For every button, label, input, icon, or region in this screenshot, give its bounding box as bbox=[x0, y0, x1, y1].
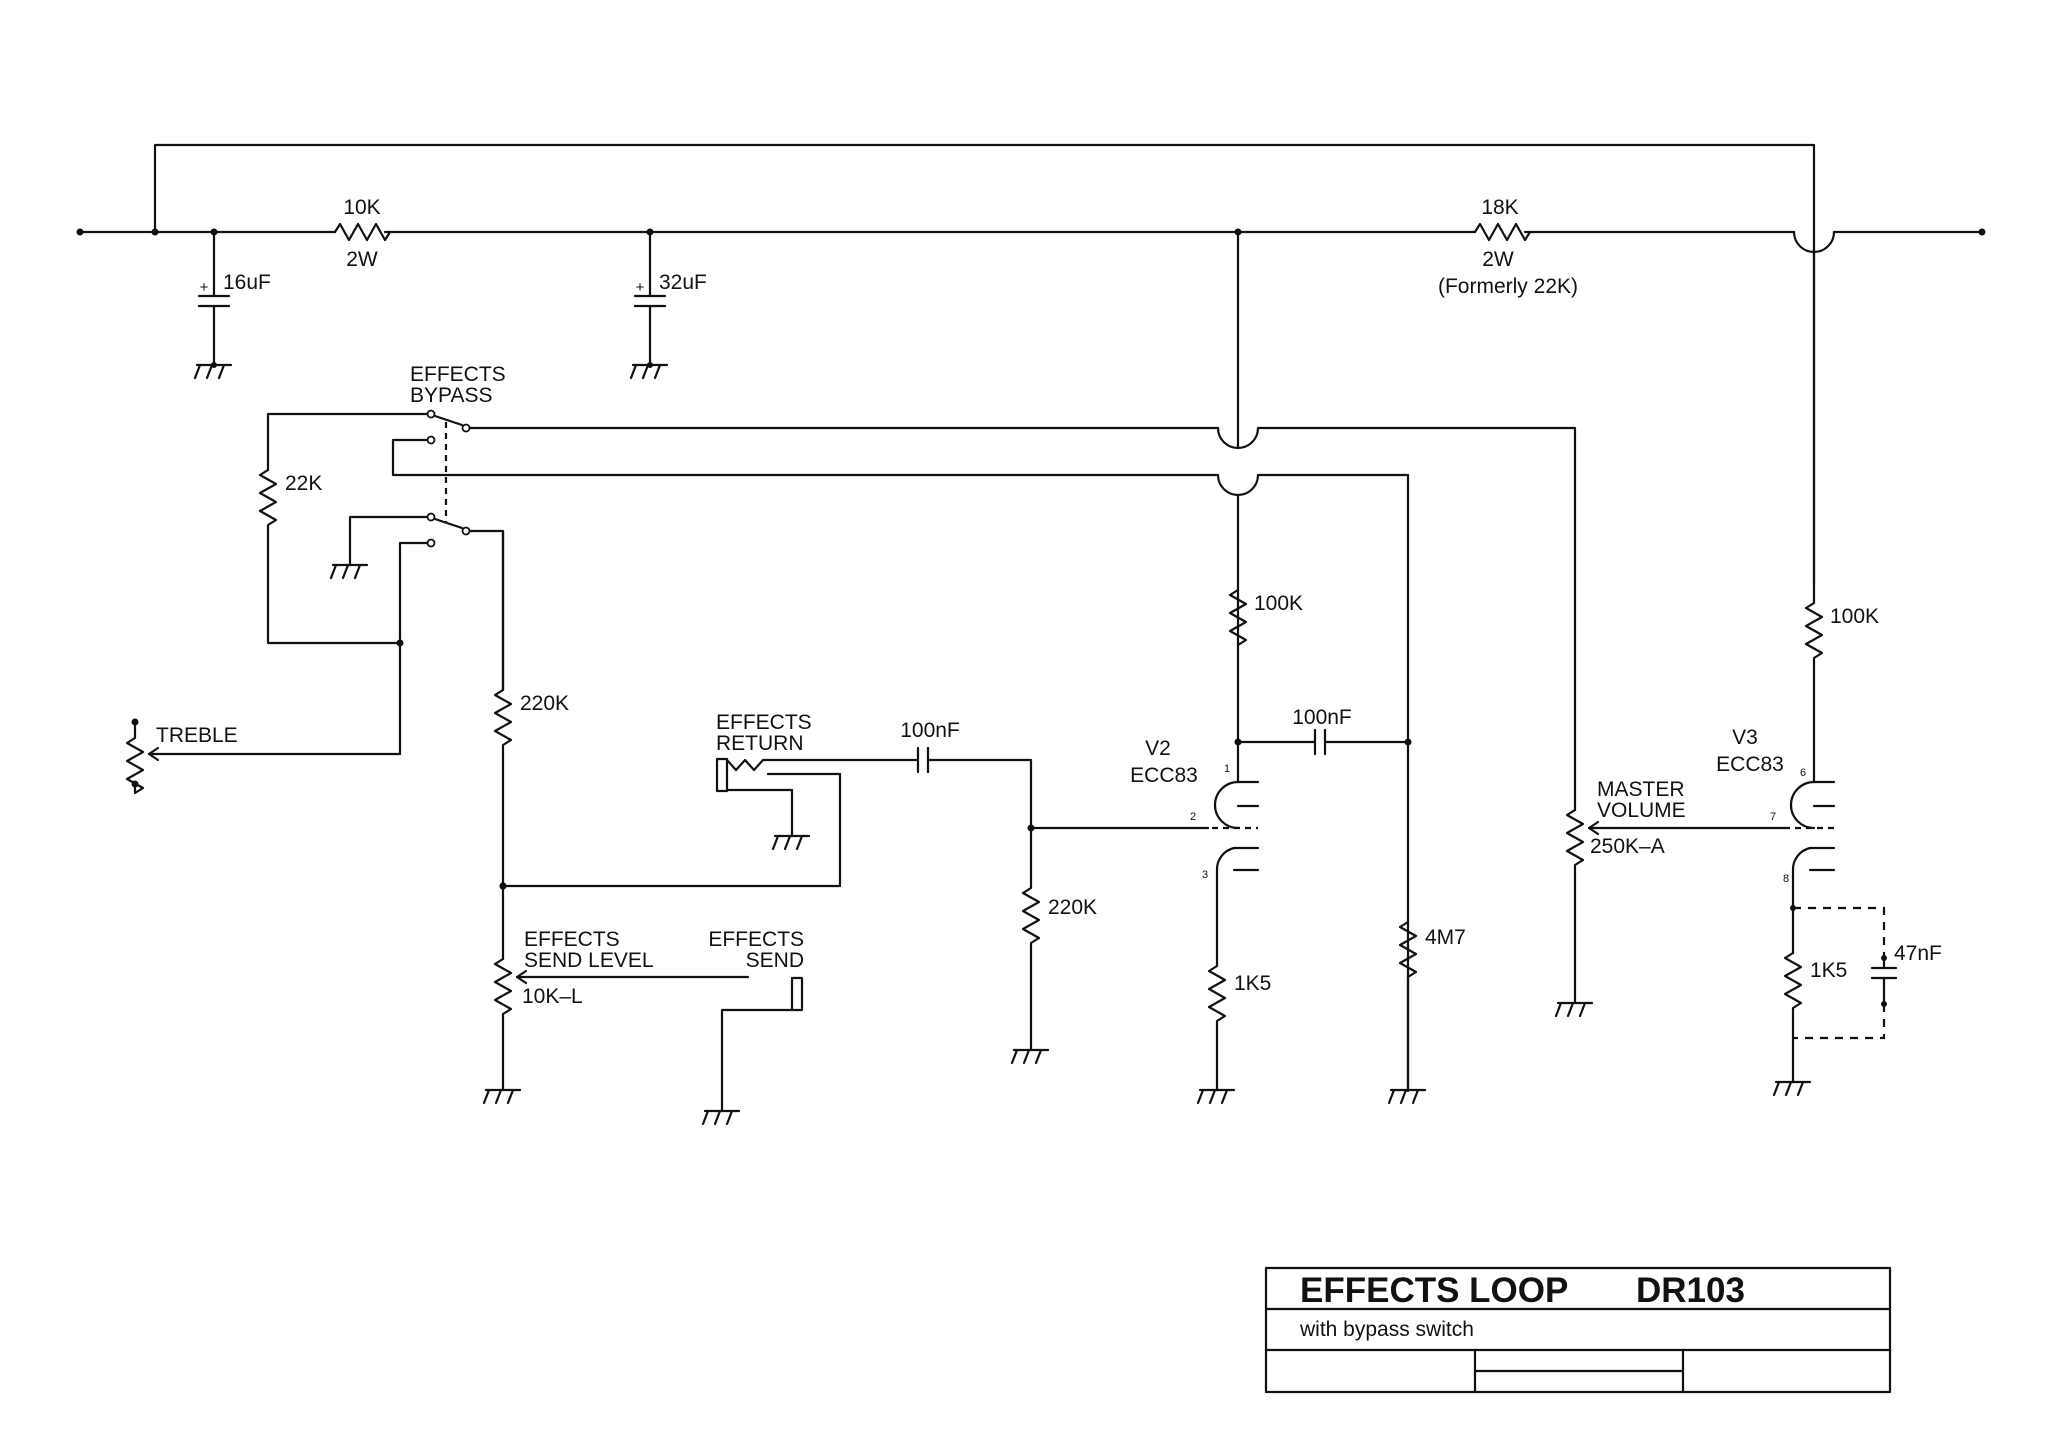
v3-pin-6: 6 bbox=[1800, 767, 1806, 779]
effects-send-jack: EFFECTS SEND bbox=[701, 928, 804, 1126]
r-18k-power-label: 2W bbox=[1482, 248, 1514, 271]
v3-pin-7: 7 bbox=[1770, 811, 1776, 823]
effects-bypass-label-2: BYPASS bbox=[410, 384, 492, 407]
r-18k-note: (Formerly 22K) bbox=[1438, 275, 1578, 298]
v2-pin-3: 3 bbox=[1202, 869, 1208, 881]
effects-return-jack: EFFECTS RETURN bbox=[499, 711, 920, 890]
capacitor-47nf-optional: 47nF bbox=[1793, 906, 1942, 1040]
r-100k-v3-label: 100K bbox=[1830, 605, 1879, 628]
title-block-drawing-number: DR103 bbox=[1636, 1271, 1745, 1310]
plus-sign: + bbox=[200, 279, 209, 296]
tube-v2: V2 ECC83 1 2 3 bbox=[1130, 588, 1260, 968]
resistor-1k5-v2: 1K5 bbox=[1196, 964, 1271, 1105]
master-volume-label-2: VOLUME bbox=[1597, 799, 1686, 822]
c-47nf-label: 47nF bbox=[1894, 942, 1942, 965]
v2-label: V2 bbox=[1145, 737, 1171, 760]
title-block: EFFECTS LOOP DR103 with bypass switch bbox=[1264, 1266, 1892, 1394]
effects-bypass-label-1: EFFECTS bbox=[410, 363, 506, 386]
c-100nf-in-label: 100nF bbox=[900, 719, 960, 742]
r-220k-left-label: 220K bbox=[520, 692, 569, 715]
r-4m7-label: 4M7 bbox=[1425, 926, 1466, 949]
master-volume-value: 250K–A bbox=[1590, 835, 1665, 858]
resistor-220k-grid: 220K bbox=[1010, 824, 1210, 1065]
r-22k-label: 22K bbox=[285, 472, 322, 495]
r-220k-grid-label: 220K bbox=[1048, 896, 1097, 919]
resistor-22k: 22K bbox=[258, 468, 404, 647]
effects-send-level-label-1: EFFECTS bbox=[524, 928, 620, 951]
c-32uf-label: 32uF bbox=[659, 271, 707, 294]
effects-send-level-pot: EFFECTS SEND LEVEL 10K–L bbox=[482, 928, 750, 1105]
effects-send-level-label-2: SEND LEVEL bbox=[524, 949, 654, 972]
master-volume-pot: MASTER VOLUME 250K–A bbox=[1554, 778, 1786, 1018]
capacitor-100nf-in: 100nF bbox=[900, 719, 1033, 830]
r-10k-label: 10K bbox=[343, 196, 380, 219]
resistor-220k-left: 220K bbox=[493, 529, 569, 961]
title-block-subtitle: with bypass switch bbox=[1299, 1318, 1474, 1341]
v3-type-label: ECC83 bbox=[1716, 753, 1784, 776]
treble-label: TREBLE bbox=[156, 724, 238, 747]
r-18k-label: 18K bbox=[1481, 196, 1518, 219]
wire-crossovers bbox=[1216, 230, 1260, 592]
r-1k5-v2-label: 1K5 bbox=[1234, 972, 1271, 995]
treble-pot: TREBLE bbox=[125, 641, 402, 795]
capacitor-16uf: + 16uF bbox=[193, 230, 271, 380]
effects-send-label-2: SEND bbox=[746, 949, 804, 972]
v2-type-label: ECC83 bbox=[1130, 764, 1198, 787]
resistor-100k-v3: 100K bbox=[1804, 250, 1879, 784]
v3-label: V3 bbox=[1732, 726, 1758, 749]
r-1k5-v3-label: 1K5 bbox=[1810, 959, 1847, 982]
plus-sign: + bbox=[636, 279, 645, 296]
effects-send-level-value: 10K–L bbox=[522, 985, 583, 1008]
effects-return-label-2: RETURN bbox=[716, 732, 804, 755]
r-100k-v2-label: 100K bbox=[1254, 592, 1303, 615]
resistor-10k: 10K 2W bbox=[333, 196, 392, 271]
capacitor-100nf-coupling: 100nF bbox=[1236, 706, 1412, 756]
c-16uf-label: 16uF bbox=[223, 271, 271, 294]
resistor-1k5-v3: 1K5 bbox=[1772, 951, 1847, 1097]
effects-bypass-switch: EFFECTS BYPASS bbox=[266, 363, 1577, 1093]
resistor-18k: 18K 2W (Formerly 22K) bbox=[1438, 196, 1578, 298]
v2-pin-1: 1 bbox=[1224, 763, 1230, 775]
c-100nf-coupling-label: 100nF bbox=[1292, 706, 1352, 729]
v3-pin-8: 8 bbox=[1783, 873, 1789, 885]
capacitor-32uf: + 32uF bbox=[629, 230, 707, 380]
r-10k-power-label: 2W bbox=[346, 248, 378, 271]
v2-pin-2: 2 bbox=[1190, 811, 1196, 823]
master-volume-label-1: MASTER bbox=[1597, 778, 1685, 801]
resistor-4m7: 4M7 bbox=[1387, 920, 1466, 1105]
title-block-title: EFFECTS LOOP bbox=[1300, 1271, 1568, 1310]
effects-send-label-1: EFFECTS bbox=[708, 928, 804, 951]
effects-return-label-1: EFFECTS bbox=[716, 711, 812, 734]
tube-v3: V3 ECC83 6 7 8 bbox=[1716, 726, 1836, 955]
